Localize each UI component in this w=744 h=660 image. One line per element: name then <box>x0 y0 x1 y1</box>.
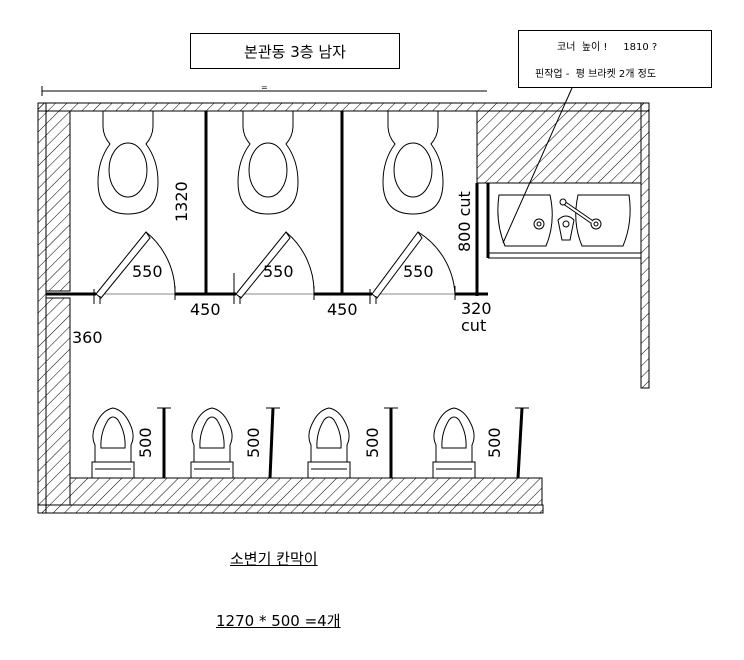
top-dim-mark: = <box>261 83 268 92</box>
note-pin-bracket: 핀작업 - 평 브라켓 2개 정도 <box>535 69 657 80</box>
plan-title: 본관동 3층 남자 <box>190 33 400 69</box>
stall-door-3 <box>369 231 456 304</box>
note-box: 코너 높이 ! 1810 ? 핀작업 - 평 브라켓 2개 정도 <box>518 30 712 88</box>
stall-partitions <box>204 111 479 296</box>
dim-gap-2: 450 <box>327 300 358 319</box>
urinal-2 <box>190 407 234 479</box>
caption-spec: 1270 * 500 =4개 <box>216 612 341 630</box>
caption-heading: 소변기 칸막이 <box>230 550 318 568</box>
sink-counter <box>486 182 642 259</box>
dim-door-2: 550 <box>263 262 294 281</box>
toilet-2 <box>237 110 299 215</box>
dim-urinal-4: 500 <box>485 427 504 458</box>
toilet-1 <box>97 110 159 215</box>
dim-urinal-2: 500 <box>244 427 263 458</box>
sink-basin-left <box>497 194 553 247</box>
dim-urinal-1: 500 <box>136 427 155 458</box>
dim-right-cut-word: cut <box>461 316 486 335</box>
outer-wall <box>37 102 650 514</box>
dim-toilet-depth: 1320 <box>172 181 191 222</box>
dim-gap-1: 450 <box>190 300 221 319</box>
dim-urinal-3: 500 <box>363 427 382 458</box>
faucet-icon <box>557 215 575 241</box>
dim-left-offset: 360 <box>72 328 103 347</box>
urinal-4 <box>432 407 476 479</box>
urinal-3 <box>307 407 351 479</box>
dim-door-1: 550 <box>132 262 163 281</box>
stall-door-2 <box>233 231 315 304</box>
dim-door-3: 550 <box>403 262 434 281</box>
stall-door-1 <box>93 231 176 304</box>
toilet-3 <box>382 110 444 215</box>
dim-right-cut: 320 <box>461 299 492 318</box>
urinal-1 <box>91 407 135 479</box>
top-dimension-line: = <box>41 83 487 96</box>
note-corner-height: 코너 높이 ! 1810 ? <box>557 42 658 53</box>
note-leader-line <box>502 87 573 244</box>
dim-vertical-cut: 800 cut <box>455 191 474 252</box>
urinal-partitions <box>162 407 524 479</box>
sink-basin-right <box>575 194 631 247</box>
